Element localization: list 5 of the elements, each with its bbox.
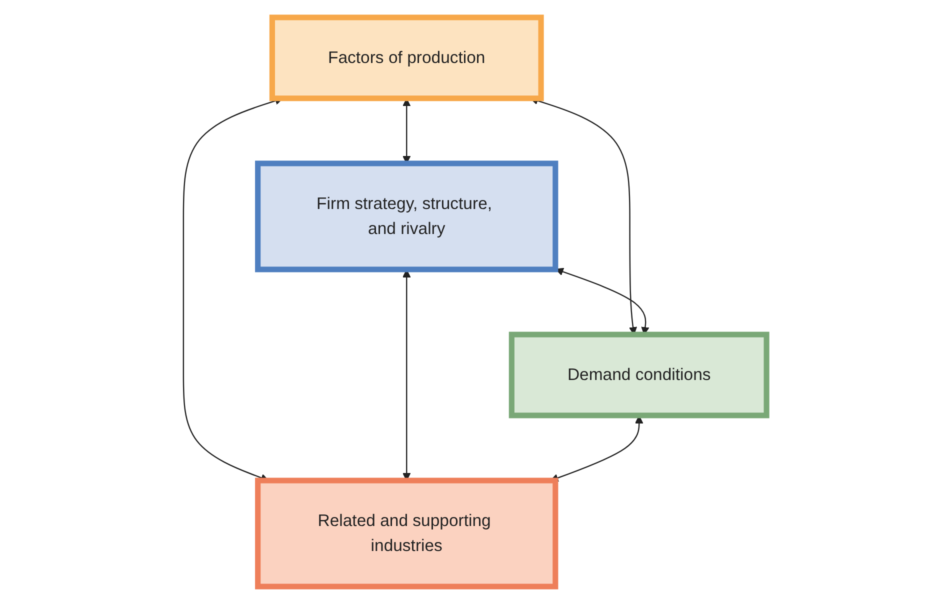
diagram: Factors of production Firm strategy, structure, and rivalry Demand conditions Related and supporting industries (176, 10, 774, 594)
node-box (508, 332, 769, 418)
node-box (254, 160, 558, 272)
node-box (254, 478, 558, 590)
node-box (268, 14, 544, 102)
